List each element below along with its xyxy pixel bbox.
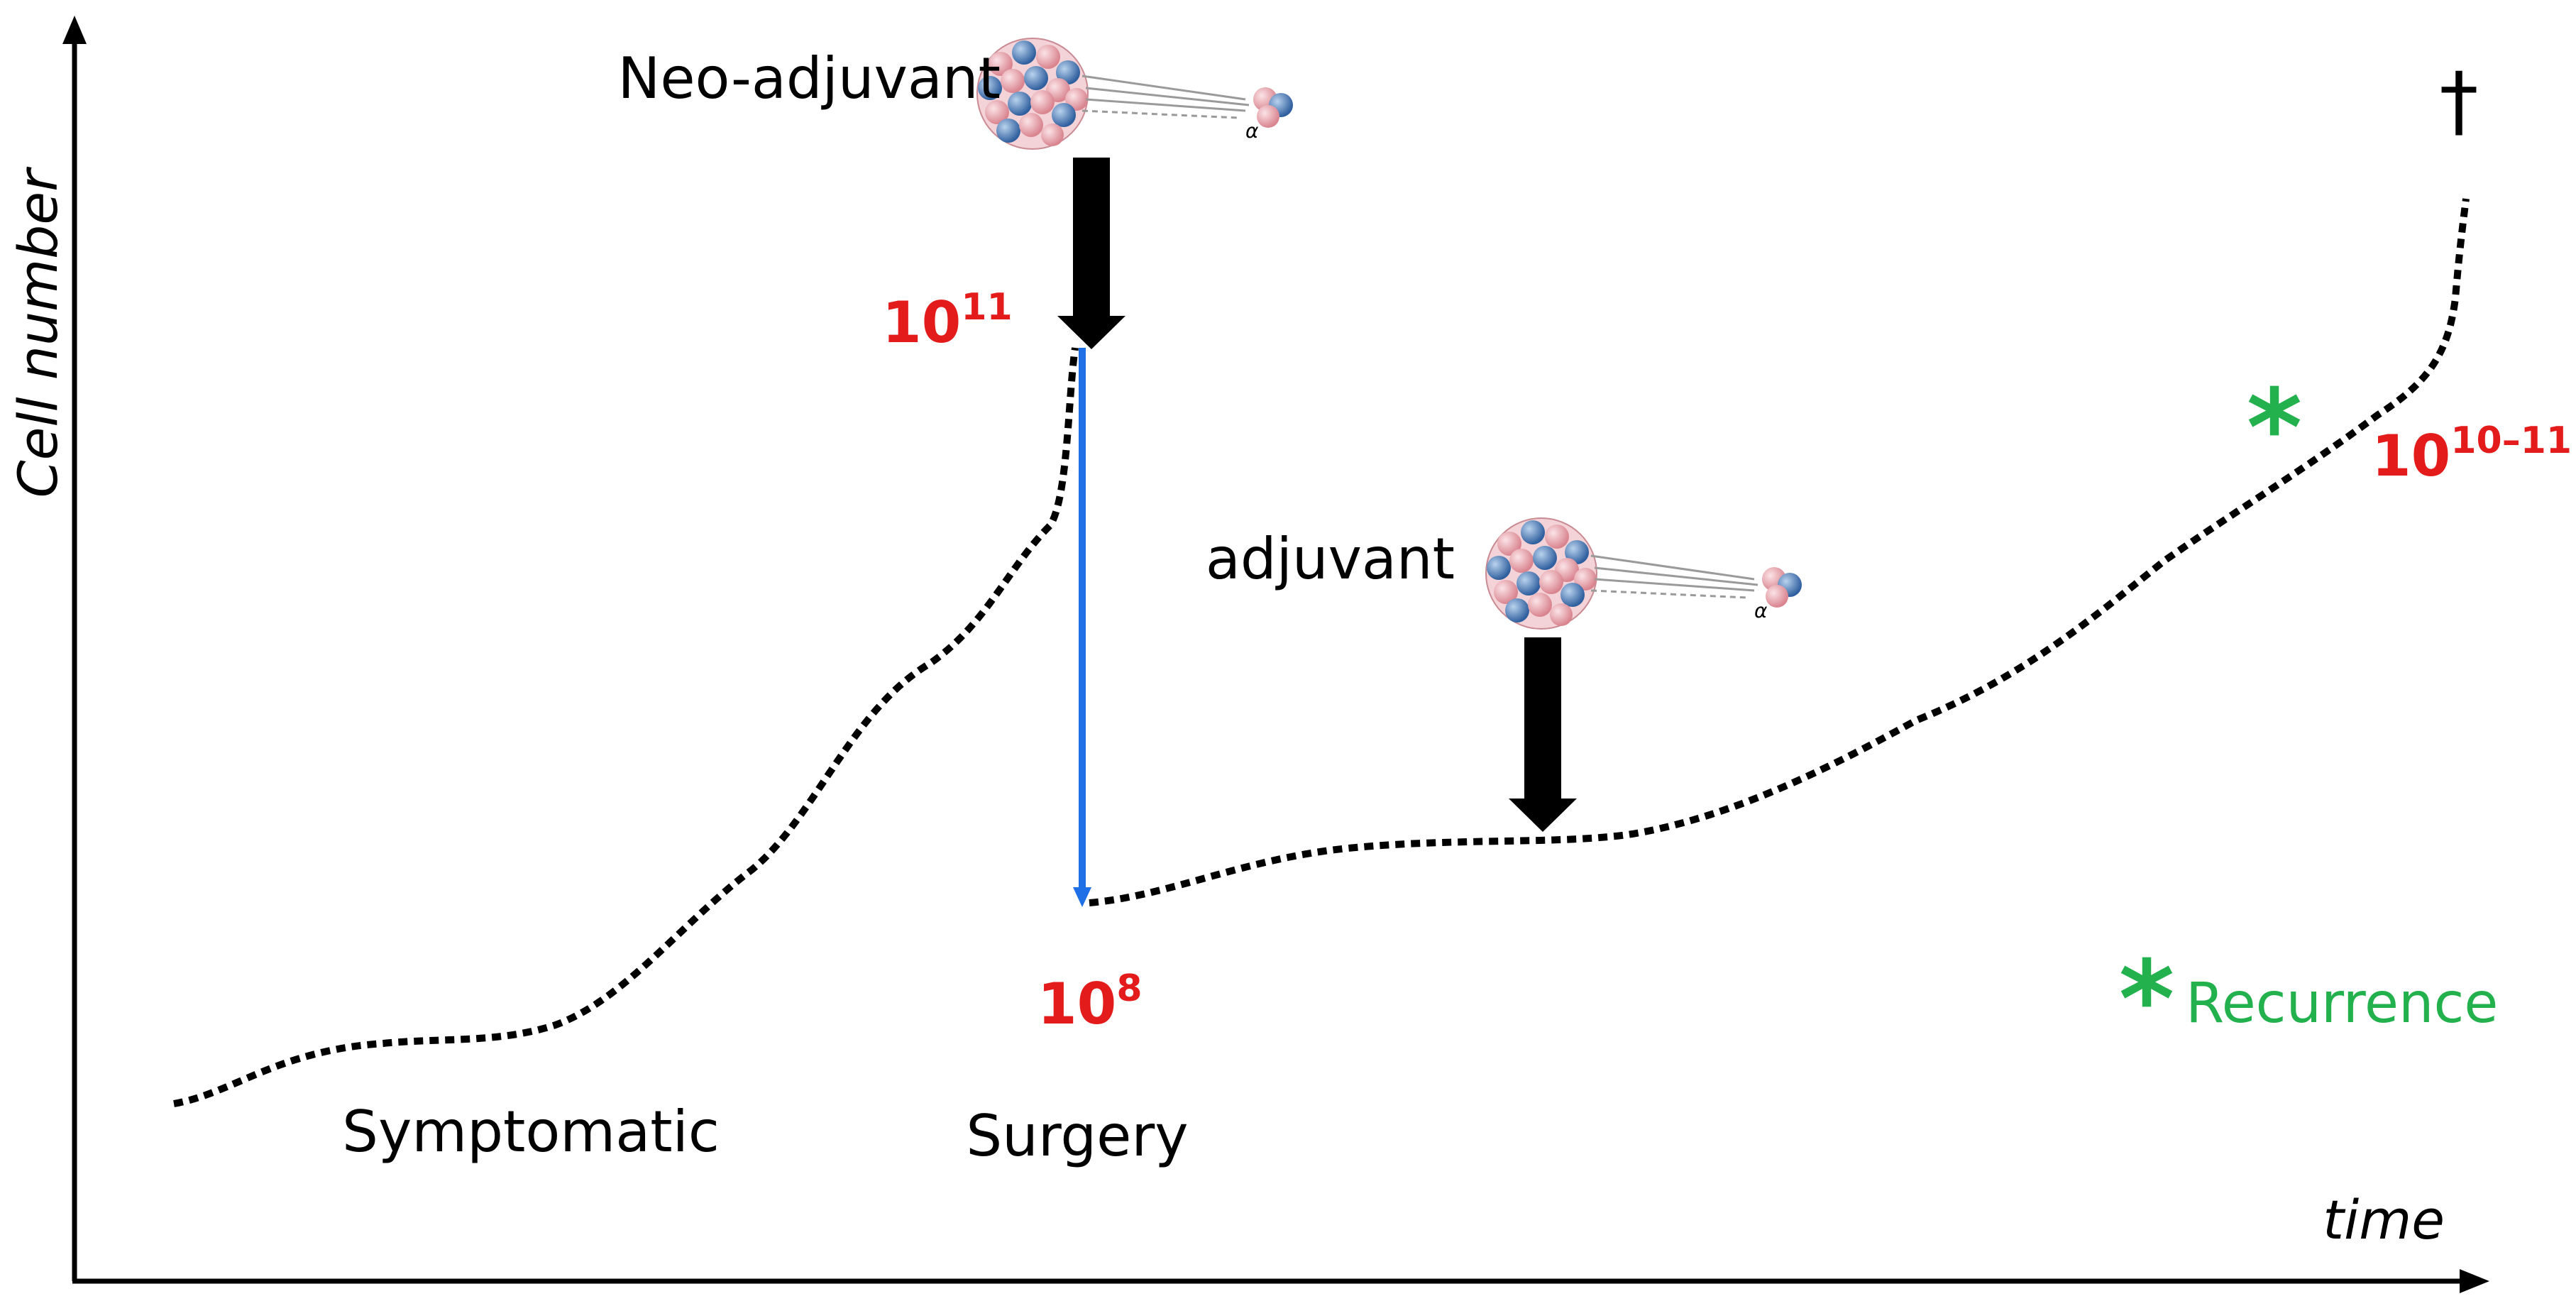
neo-adjuvant-arrow	[1057, 158, 1125, 349]
recurrence-legend-asterisk: *	[2119, 938, 2174, 1062]
radioligand-tumor-icon: α	[976, 38, 1293, 150]
neo-adjuvant-label: Neo-adjuvant	[617, 45, 1001, 111]
tumor-regrowth-curve	[1089, 198, 2470, 906]
death-dagger-symbol: †	[2440, 55, 2479, 146]
surgery-drop-arrowhead	[1073, 887, 1091, 907]
recurrence-legend-label: Recurrence	[2186, 972, 2498, 1036]
x-axis-label: time	[2323, 1188, 2445, 1251]
alpha-symbol: α	[1754, 599, 1768, 622]
y-axis-label: Cell number	[6, 166, 70, 498]
radioligand-tumor-icon: α	[1485, 517, 1802, 630]
post-surgery-cell-count: 108	[1037, 967, 1143, 1037]
axes	[62, 16, 2489, 1293]
adjuvant-arrow	[1509, 637, 1577, 832]
surgery-label: Surgery	[966, 1103, 1188, 1169]
y-axis-arrowhead	[62, 16, 87, 44]
x-axis-arrowhead	[2460, 1269, 2489, 1293]
symptomatic-label: Symptomatic	[342, 1099, 720, 1165]
tumor-growth-curve	[173, 347, 1079, 1107]
recurrence-cell-count: 1010–11	[2372, 419, 2572, 489]
adjuvant-label: adjuvant	[1206, 526, 1455, 592]
recurrence-asterisk-marker: *	[2247, 367, 2302, 490]
alpha-symbol: α	[1245, 119, 1259, 143]
peak-cell-count: 1011	[882, 286, 1013, 356]
